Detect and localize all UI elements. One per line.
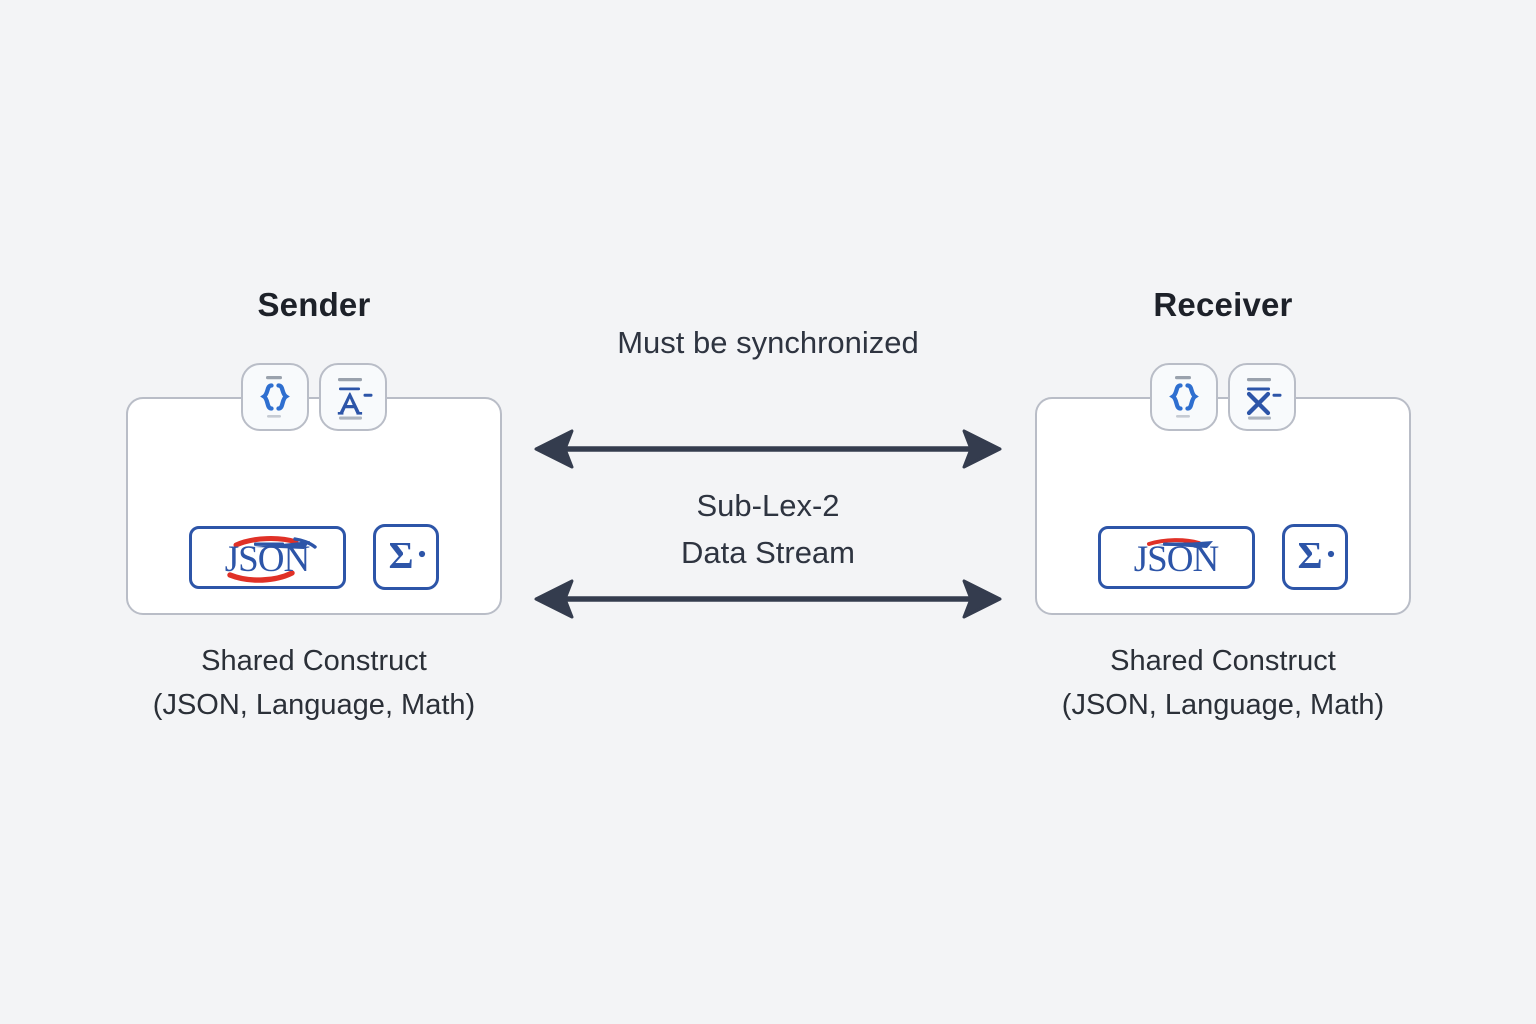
sync-label-text: Must be synchronized xyxy=(617,325,919,360)
sender-caption: Shared Construct (JSON, Language, Math) xyxy=(126,639,502,727)
stream-label-line1: Sub-Lex-2 xyxy=(696,488,840,523)
sender-caption-line1: Shared Construct xyxy=(201,645,427,677)
receiver-caption-line1: Shared Construct xyxy=(1110,645,1336,677)
sigma-glyph: Σ xyxy=(1298,535,1323,577)
stream-label-line2: Data Stream xyxy=(680,534,855,570)
stream-label: Sub-Lex-2 Data Stream xyxy=(512,483,1024,576)
sender-panel-wrap: JSON Σ xyxy=(126,363,502,615)
receiver-node: Receiver xyxy=(1035,288,1411,727)
braces-badge[interactable] xyxy=(241,363,309,431)
sender-panel: JSON Σ xyxy=(126,397,502,615)
json-logo[interactable]: JSON xyxy=(189,525,346,589)
sender-node: Sender xyxy=(126,288,502,727)
letter-a-overline-badge[interactable] xyxy=(319,363,387,431)
sigma-glyph: Σ xyxy=(389,535,414,577)
sigma-logo[interactable]: Σ xyxy=(1282,524,1348,590)
receiver-panel-wrap: JSON Σ xyxy=(1035,363,1411,615)
receiver-caption-line2: (JSON, Language, Math) xyxy=(1061,689,1385,722)
lower-bidirectional-arrow xyxy=(532,576,1004,622)
receiver-badge-row xyxy=(1035,363,1411,431)
receiver-caption: Shared Construct (JSON, Language, Math) xyxy=(1035,639,1411,727)
receiver-logo-row: JSON Σ xyxy=(1037,524,1409,590)
json-logo[interactable]: JSON xyxy=(1098,525,1255,589)
receiver-panel: JSON Σ xyxy=(1035,397,1411,615)
sender-title: Sender xyxy=(257,286,371,323)
sigma-logo[interactable]: Σ xyxy=(373,524,439,590)
sender-caption-line2: (JSON, Language, Math) xyxy=(152,689,476,722)
receiver-title: Receiver xyxy=(1153,286,1293,323)
sync-label: Must be synchronized xyxy=(512,320,1024,367)
sender-logo-row: JSON Σ xyxy=(128,524,500,590)
center-connector-group: Must be synchronized Sub-Lex-2 Data Stre… xyxy=(512,288,1024,648)
letter-x-overline-badge[interactable] xyxy=(1228,363,1296,431)
sender-badge-row xyxy=(126,363,502,431)
braces-badge[interactable] xyxy=(1150,363,1218,431)
upper-bidirectional-arrow xyxy=(532,426,1004,472)
